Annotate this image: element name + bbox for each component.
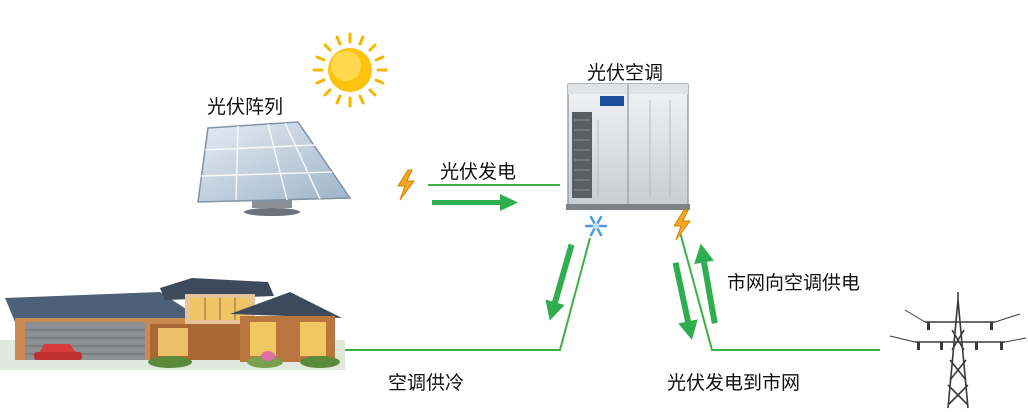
power-tower-icon [889,292,1027,409]
label-grid-to-ac: 市网向空调供电 [727,272,861,294]
label-pv-generation: 光伏发电 [440,161,517,183]
flow-arrows [432,194,718,341]
pv-to-grid-arrow [672,262,698,341]
cooling-arrow [545,243,575,321]
label-pv-array: 光伏阵列 [207,96,284,118]
air-conditioner-unit-icon [566,83,690,210]
snowflake-icon [584,215,608,237]
cooling-line [338,237,591,351]
lightning-icon [397,169,415,201]
lightning-icon [673,209,691,241]
pv-generation-arrow [432,194,518,211]
grid-to-ac-arrow [694,243,718,324]
solar-panel-icon [197,121,352,216]
sun-icon [312,32,388,108]
label-pv-air-conditioner: 光伏空调 [587,62,664,84]
label-ac-cooling: 空调供冷 [388,372,465,394]
grid-line [679,231,880,351]
house-icon [0,278,345,370]
connection-lines [338,184,880,351]
label-pv-to-grid: 光伏发电到市网 [667,372,801,394]
